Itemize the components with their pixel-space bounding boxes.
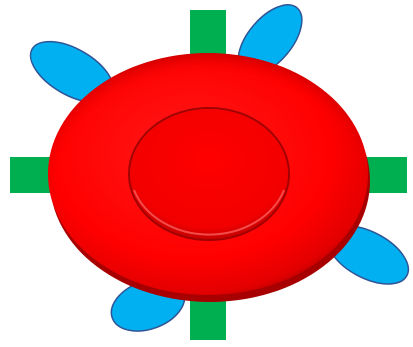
- central-pallor: [130, 109, 288, 239]
